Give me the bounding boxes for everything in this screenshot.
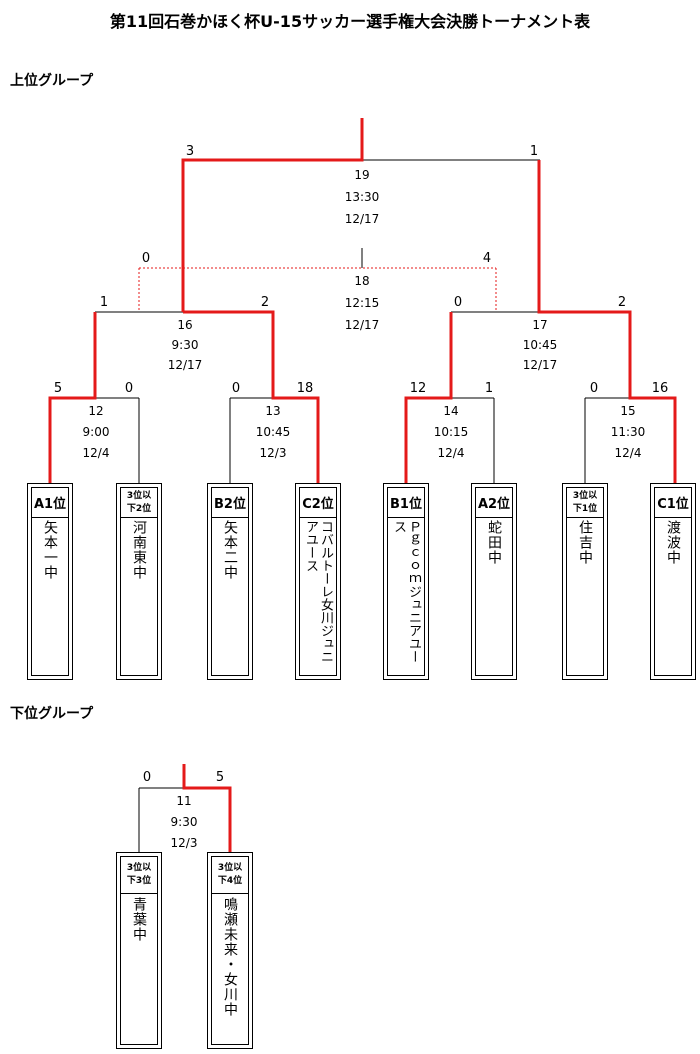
team-box-aoba: 3位以下3位 青葉中	[116, 852, 162, 1049]
score-m16-left: 1	[99, 295, 109, 310]
match-date: 12/3	[259, 446, 287, 460]
match-number: 18	[354, 274, 370, 288]
match-date: 12/4	[82, 446, 110, 460]
team-rank: 3位以下1位	[567, 488, 603, 518]
match-time: 9:30	[170, 815, 198, 829]
match-info-14: 14 10:15 12/4	[411, 401, 491, 464]
winner-path	[182, 764, 232, 852]
match-date: 12/17	[522, 358, 558, 372]
team-name: 住吉中	[577, 520, 593, 565]
match-time: 10:45	[255, 425, 291, 439]
team-name: 鳴瀬未来・女川中	[222, 897, 238, 1017]
score-m14-right: 1	[484, 381, 494, 396]
team-name: 蛇田中	[486, 520, 502, 565]
winner-path	[404, 312, 453, 483]
score-m14-left: 12	[409, 381, 427, 396]
score-m15-left: 0	[589, 381, 599, 396]
team-rank: C1位	[655, 488, 691, 518]
match-time: 12:15	[344, 296, 380, 310]
match-info-16: 16 9:30 12/17	[145, 315, 225, 375]
match-time: 10:45	[522, 338, 558, 352]
winner-path	[181, 118, 364, 312]
winner-path	[537, 160, 677, 483]
score-third-right: 4	[482, 251, 492, 266]
team-box-c1: C1位 渡波中	[650, 483, 696, 680]
match-date: 12/17	[344, 318, 380, 332]
score-m11-left: 0	[142, 770, 152, 785]
team-rank: A1位	[32, 488, 68, 518]
score-m17-left: 0	[453, 295, 463, 310]
team-rank: 3位以下2位	[121, 488, 157, 518]
match-number: 11	[176, 794, 192, 808]
score-m12-left: 5	[53, 381, 63, 396]
team-box-kanan: 3位以下2位 河南東中	[116, 483, 162, 680]
team-name: 矢本二中	[222, 520, 238, 580]
page-title: 第11回石巻かほく杯U-15サッカー選手権大会決勝トーナメント表	[109, 12, 591, 31]
match-info-19: 19 13:30 12/17	[322, 164, 402, 230]
score-m11-right: 5	[215, 770, 225, 785]
score-m16-right: 2	[260, 295, 270, 310]
match-date: 12/4	[614, 446, 642, 460]
match-number: 13	[265, 404, 281, 418]
match-date: 12/4	[437, 446, 465, 460]
match-time: 10:15	[433, 425, 469, 439]
match-number: 14	[443, 404, 459, 418]
match-date: 12/17	[344, 212, 380, 226]
team-rank: B2位	[212, 488, 248, 518]
team-rank: B1位	[388, 488, 424, 518]
match-number: 17	[532, 318, 548, 332]
team-name: 渡波中	[665, 520, 681, 565]
match-info-12: 12 9:00 12/4	[56, 401, 136, 464]
match-number: 15	[620, 404, 636, 418]
score-m15-right: 16	[651, 381, 669, 396]
match-date: 12/17	[167, 358, 203, 372]
team-box-b1: B1位 Ｐｇｃｏｍジュニアユース	[383, 483, 429, 680]
match-number: 19	[354, 168, 370, 182]
match-info-15: 15 11:30 12/4	[588, 401, 668, 464]
team-name: 河南東中	[131, 520, 147, 580]
team-box-sumiyoshi: 3位以下1位 住吉中	[562, 483, 608, 680]
team-name: コバルトーレ女川ジュニアユース	[303, 520, 333, 663]
match-number: 12	[88, 404, 104, 418]
score-third-left: 0	[141, 251, 151, 266]
score-m12-right: 0	[124, 381, 134, 396]
team-box-a2: A2位 蛇田中	[471, 483, 517, 680]
team-box-a1: A1位 矢本一中	[27, 483, 73, 680]
winner-path	[183, 310, 320, 483]
match-date: 12/3	[170, 836, 198, 850]
match-time: 13:30	[344, 190, 380, 204]
match-info-17: 17 10:45 12/17	[500, 315, 580, 375]
score-m13-left: 0	[231, 381, 241, 396]
match-info-11: 11 9:30 12/3	[144, 791, 224, 854]
team-box-naruse: 3位以下4位 鳴瀬未来・女川中	[207, 852, 253, 1049]
team-name: 青葉中	[131, 897, 147, 942]
team-name: 矢本一中	[42, 520, 58, 580]
score-final-right: 1	[529, 144, 539, 159]
upper-group-label: 上位グループ	[10, 73, 94, 89]
team-rank: C2位	[300, 488, 336, 518]
score-final-left: 3	[185, 144, 195, 159]
score-m17-right: 2	[617, 295, 627, 310]
match-number: 16	[177, 318, 193, 332]
team-rank: 3位以下4位	[212, 857, 248, 894]
team-box-c2: C2位 コバルトーレ女川ジュニアユース	[295, 483, 341, 680]
score-m13-right: 18	[296, 381, 314, 396]
team-rank: 3位以下3位	[121, 857, 157, 894]
match-time: 9:00	[82, 425, 110, 439]
match-time: 11:30	[610, 425, 646, 439]
winner-path	[48, 312, 97, 483]
lower-group-label: 下位グループ	[10, 706, 94, 722]
match-info-13: 13 10:45 12/3	[233, 401, 313, 464]
match-info-18: 18 12:15 12/17	[322, 270, 402, 336]
team-rank: A2位	[476, 488, 512, 518]
team-name: Ｐｇｃｏｍジュニアユース	[391, 520, 421, 663]
team-box-b2: B2位 矢本二中	[207, 483, 253, 680]
match-time: 9:30	[171, 338, 199, 352]
